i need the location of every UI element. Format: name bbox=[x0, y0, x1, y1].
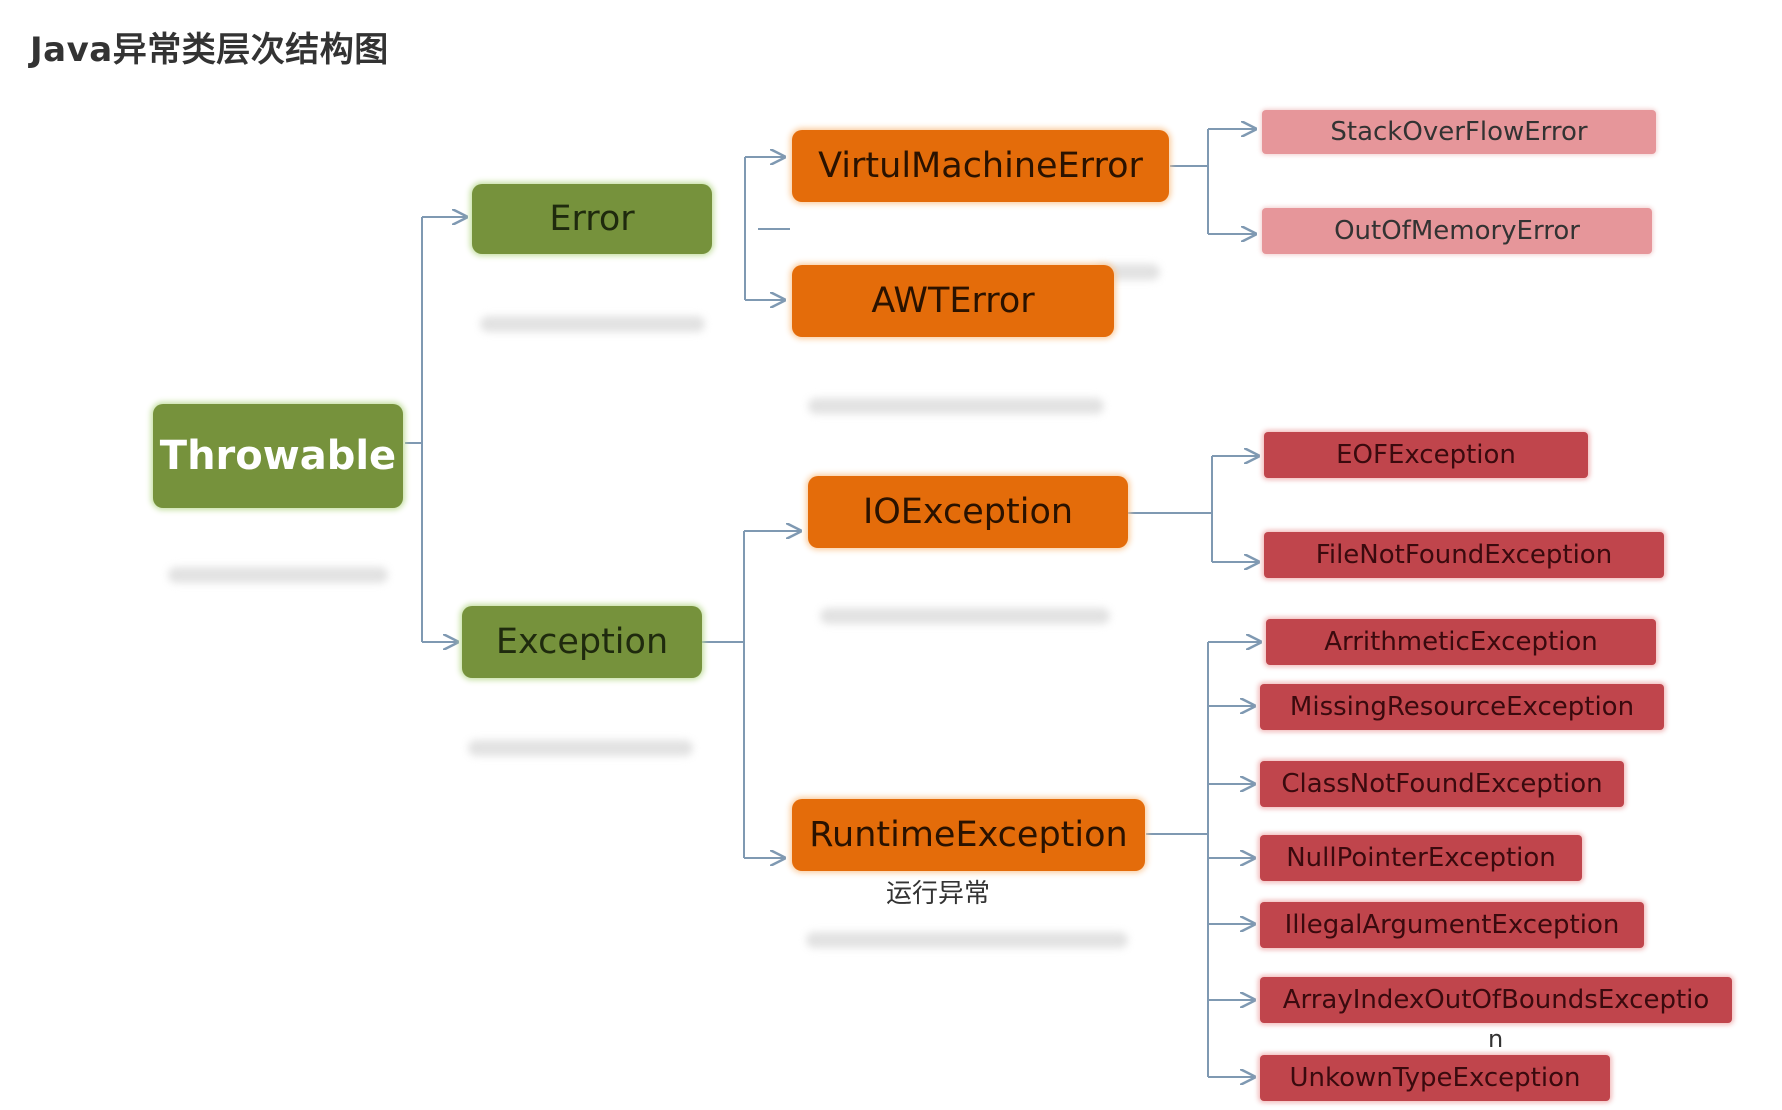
node-shadow bbox=[168, 567, 388, 583]
node-virtual-machine-error: VirtulMachineError bbox=[792, 130, 1169, 202]
node-array-index-out-of-bounds-exception: ArrayIndexOutOfBoundsExceptio bbox=[1260, 977, 1732, 1023]
node-io-exception: IOException bbox=[808, 476, 1128, 548]
node-unknown-type-exception: UnkownTypeException bbox=[1260, 1055, 1610, 1101]
node-shadow bbox=[806, 932, 1128, 948]
node-null-pointer-exception: NullPointerException bbox=[1260, 835, 1582, 881]
node-stack-overflow-error: StackOverFlowError bbox=[1262, 110, 1656, 154]
runtime-exception-note: 运行异常 bbox=[886, 879, 991, 909]
node-shadow bbox=[808, 398, 1104, 414]
node-shadow bbox=[480, 316, 705, 332]
node-illegal-argument-exception: IllegalArgumentException bbox=[1260, 902, 1644, 948]
node-shadow bbox=[820, 608, 1110, 624]
node-throwable: Throwable bbox=[153, 404, 403, 508]
node-arithmetic-exception: ArrithmeticException bbox=[1266, 619, 1656, 665]
node-eof-exception: EOFException bbox=[1264, 432, 1588, 478]
node-error: Error bbox=[472, 184, 712, 254]
node-missing-resource-exception: MissingResourceException bbox=[1260, 684, 1664, 730]
node-runtime-exception: RuntimeException bbox=[792, 799, 1145, 871]
node-class-not-found-exception: ClassNotFoundException bbox=[1260, 761, 1624, 807]
node-out-of-memory-error: OutOfMemoryError bbox=[1262, 208, 1652, 254]
node-shadow bbox=[468, 740, 693, 756]
node-exception: Exception bbox=[462, 606, 702, 678]
node-file-not-found-exception: FileNotFoundException bbox=[1264, 532, 1664, 578]
node-awt-error: AWTError bbox=[792, 265, 1114, 337]
wrapped-text-fragment: n bbox=[1488, 1025, 1504, 1053]
page-title: Java异常类层次结构图 bbox=[30, 30, 389, 70]
